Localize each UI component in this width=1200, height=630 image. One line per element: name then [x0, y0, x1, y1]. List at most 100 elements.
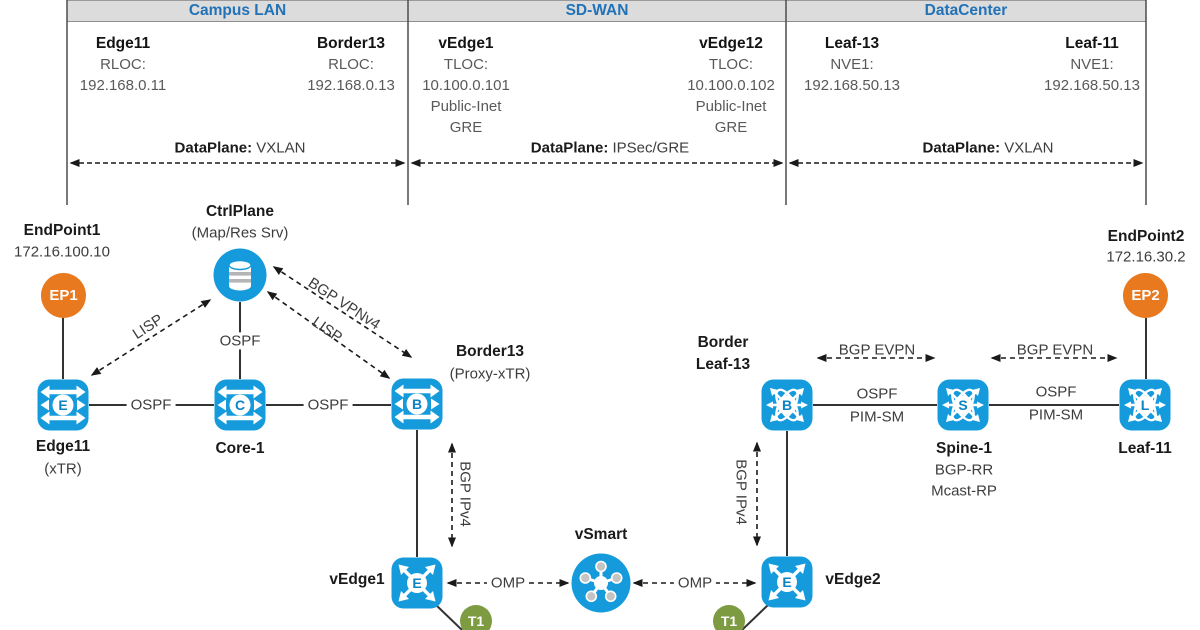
- device-name: vEdge12: [699, 35, 763, 52]
- border13-switch-icon: B: [391, 378, 443, 430]
- ctrlplane-subtitle: (Map/Res Srv): [191, 224, 289, 242]
- t1-badge-right: T1: [713, 605, 745, 630]
- device-name: Edge11: [95, 35, 151, 52]
- vsmart-controller-icon: [571, 553, 631, 613]
- device-value: GRE: [714, 119, 748, 136]
- vedge1-letter: E: [412, 575, 421, 591]
- ep2-badge: EP2: [1123, 273, 1168, 318]
- core1-switch-icon: C: [214, 379, 266, 431]
- ctrlplane-database-icon: [213, 248, 267, 302]
- device-name: Border13: [316, 35, 386, 52]
- border13-subtitle: (Proxy-xTR): [449, 365, 531, 383]
- link-label-bgp-ipv4-left: BGP IPv4: [456, 461, 474, 527]
- device-value: 192.168.50.13: [1044, 77, 1140, 94]
- link-label-bgp-ipv4-right: BGP IPv4: [732, 459, 750, 525]
- link-label-ospf-ctrlplane: OSPF: [215, 332, 265, 350]
- link-label-ospf-core-border: OSPF: [303, 396, 353, 414]
- edge11-switch-icon: E: [37, 379, 89, 431]
- device-value: GRE: [449, 119, 483, 136]
- dataplane-value: VXLAN: [256, 139, 306, 157]
- core1-title: Core-1: [215, 440, 265, 458]
- dataplane-sdwan: DataPlane: IPSec/GRE: [531, 139, 689, 156]
- endpoint1-ip: 172.16.100.10: [14, 243, 110, 261]
- link-label-bgp-evpn-left: BGP EVPN: [838, 341, 916, 359]
- vedge1-router-icon: E: [391, 557, 443, 609]
- device-field: TLOC:: [708, 56, 754, 73]
- device-name: Leaf-13: [824, 35, 880, 52]
- link-label-bgp-evpn-right: BGP EVPN: [1016, 341, 1094, 359]
- link-label-ospf-edge-core: OSPF: [126, 396, 176, 414]
- panel-col-vedge1: vEdge1 TLOC: 10.100.0.101 Public-Inet GR…: [422, 33, 510, 138]
- spine1-fabric-icon: S: [937, 379, 989, 431]
- edge11-letter: E: [58, 397, 67, 413]
- ctrlplane-title: CtrlPlane: [205, 203, 275, 221]
- core1-letter: C: [235, 397, 245, 413]
- vedge1-title: vEdge1: [329, 571, 385, 589]
- border13-letter: B: [412, 396, 422, 412]
- panel-col-vedge12: vEdge12 TLOC: 10.100.0.102 Public-Inet G…: [687, 33, 775, 138]
- device-field: RLOC:: [100, 56, 146, 73]
- t1-right-label: T1: [720, 613, 738, 629]
- vedge2-title: vEdge2: [825, 571, 881, 589]
- device-value: 10.100.0.102: [687, 77, 775, 94]
- endpoint2-title: EndPoint2: [1107, 228, 1185, 246]
- t1-left-label: T1: [467, 613, 485, 629]
- dataplane-campus: DataPlane: VXLAN: [175, 139, 306, 156]
- device-field: NVE1:: [830, 56, 874, 73]
- edge11-title: Edge11: [35, 438, 91, 456]
- panel-header-campus: Campus LAN: [67, 0, 408, 22]
- panel-col-leaf11: Leaf-11 NVE1: 192.168.50.13: [1044, 33, 1140, 96]
- ep1-label: EP1: [49, 287, 78, 304]
- device-value: 10.100.0.101: [422, 77, 510, 94]
- panel-title: SD-WAN: [565, 2, 629, 19]
- device-value: Public-Inet: [695, 98, 767, 115]
- spine1-role1: BGP-RR: [934, 461, 994, 479]
- border-leaf13-title-line2: Leaf-13: [695, 356, 751, 374]
- dataplane-label: DataPlane:: [922, 139, 1001, 157]
- endpoint2-ip: 172.16.30.2: [1106, 248, 1186, 266]
- dataplane-label: DataPlane:: [530, 139, 609, 157]
- edge11-subtitle: (xTR): [44, 460, 82, 478]
- device-value: 192.168.50.13: [804, 77, 900, 94]
- link-label-pim-left-dc: PIM-SM: [849, 408, 905, 426]
- vsmart-title: vSmart: [574, 526, 628, 544]
- device-value: 192.168.0.13: [307, 77, 395, 94]
- border-leaf13-fabric-icon: B: [761, 379, 813, 431]
- dataplane-value: VXLAN: [1004, 139, 1054, 157]
- leaf11-title: Leaf-11: [1118, 440, 1172, 458]
- t1-badge-left: T1: [460, 605, 492, 630]
- dataplane-label: DataPlane:: [174, 139, 253, 157]
- panel-title: DataCenter: [924, 2, 1008, 19]
- device-field: RLOC:: [328, 56, 374, 73]
- border13-title: Border13: [455, 343, 525, 361]
- spine1-letter: S: [958, 397, 967, 413]
- panel-title: Campus LAN: [188, 2, 287, 19]
- leaf11-fabric-icon: L: [1119, 379, 1171, 431]
- spine1-role2: Mcast-RP: [931, 482, 997, 500]
- device-field: NVE1:: [1070, 56, 1114, 73]
- leaf11-letter: L: [1141, 397, 1150, 413]
- panel-col-border13: Border13 RLOC: 192.168.0.13: [307, 33, 395, 96]
- link-label-ospf-left-dc: OSPF: [856, 385, 898, 403]
- vedge2-letter: E: [782, 574, 791, 590]
- border-leaf13-title-line1: Border: [697, 334, 749, 352]
- border-leaf13-letter: B: [782, 397, 792, 413]
- device-value: 192.168.0.11: [79, 77, 167, 94]
- link-label-omp-right: OMP: [673, 574, 717, 592]
- device-name: Leaf-11: [1065, 35, 1119, 52]
- spine1-title: Spine-1: [936, 440, 992, 458]
- vedge2-router-icon: E: [761, 556, 813, 608]
- dataplane-value: IPSec/GRE: [612, 139, 690, 157]
- link-label-pim-right-dc: PIM-SM: [1028, 406, 1084, 424]
- ep2-label: EP2: [1131, 287, 1160, 304]
- link-label-omp-left: OMP: [486, 574, 530, 592]
- endpoint1-title: EndPoint1: [23, 222, 101, 240]
- link-label-ospf-right-dc: OSPF: [1035, 383, 1077, 401]
- panel-col-leaf13: Leaf-13 NVE1: 192.168.50.13: [804, 33, 900, 96]
- device-name: vEdge1: [438, 35, 494, 52]
- panel-header-sdwan: SD-WAN: [408, 0, 786, 22]
- panel-col-edge11: Edge11 RLOC: 192.168.0.11: [80, 33, 166, 96]
- ep1-badge: EP1: [41, 273, 86, 318]
